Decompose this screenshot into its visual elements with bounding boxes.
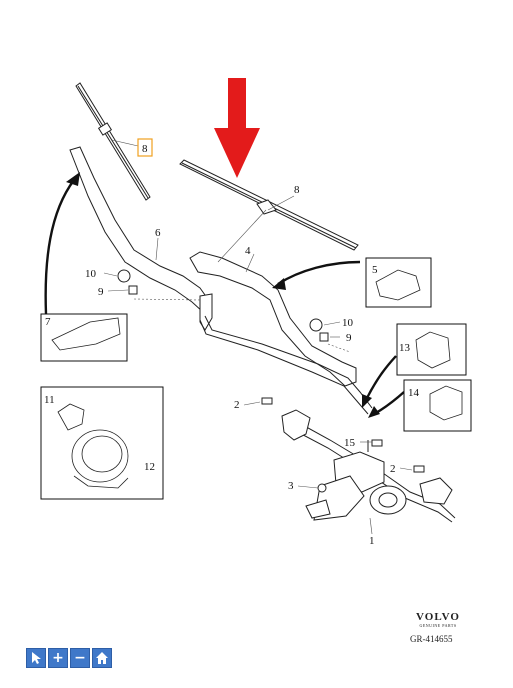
home-button[interactable]: [92, 648, 112, 668]
wiper-arm-right: [189, 251, 357, 387]
plus-icon: +: [52, 650, 64, 666]
wiper-blade-left: [75, 82, 151, 201]
callout-6: 6: [155, 227, 161, 239]
arrowheads: [66, 172, 380, 418]
reference-code: GR-414655: [410, 634, 453, 644]
callout-12: 12: [144, 461, 155, 473]
minus-icon: −: [74, 650, 86, 666]
callout-2-right: 2: [390, 463, 396, 475]
callout-10-right: 10: [342, 317, 354, 329]
zoom-out-button[interactable]: −: [70, 648, 90, 668]
callout-8-highlighted: 8: [142, 143, 148, 155]
zoom-toolbar: + −: [26, 648, 112, 668]
callout-5: 5: [372, 264, 378, 276]
callout-1: 1: [369, 535, 375, 547]
callout-13: 13: [399, 342, 411, 354]
pointer-icon: [32, 652, 41, 664]
wiper-motor-assembly: [281, 409, 453, 521]
inset-box-14: [403, 379, 472, 432]
hardware-fasteners: [117, 269, 425, 493]
linkage-rods: [199, 315, 456, 523]
callout-2-left: 2: [234, 399, 240, 411]
pointer-button[interactable]: [26, 648, 46, 668]
home-icon: [96, 652, 108, 664]
highlight-frame: [137, 138, 153, 157]
callout-8: 8: [294, 184, 300, 196]
leader-lines: [103, 139, 413, 535]
callout-11: 11: [44, 394, 55, 406]
wiper-arm-left: [69, 146, 213, 331]
callout-4: 4: [245, 245, 251, 257]
brand-name: VOLVO: [416, 611, 460, 623]
inset-box-7: [40, 313, 128, 362]
callout-9-left: 9: [98, 286, 104, 298]
brand-logo: VOLVO GENUINE PARTS: [408, 611, 468, 629]
callout-14: 14: [408, 387, 420, 399]
inset-box-13: [396, 323, 467, 376]
callout-9-right: 9: [346, 332, 352, 344]
brand-subtitle: GENUINE PARTS: [419, 623, 457, 628]
wiper-blade-right: [179, 159, 359, 251]
callout-3: 3: [288, 480, 294, 492]
red-down-arrow-icon: [214, 78, 260, 178]
callout-7: 7: [45, 316, 51, 328]
inset-box-11-12: [40, 386, 164, 500]
callout-arrows: [44, 179, 405, 416]
callout-15: 15: [344, 437, 356, 449]
callout-10-left: 10: [85, 268, 97, 280]
inset-box-5: [365, 257, 432, 308]
zoom-in-button[interactable]: +: [48, 648, 68, 668]
